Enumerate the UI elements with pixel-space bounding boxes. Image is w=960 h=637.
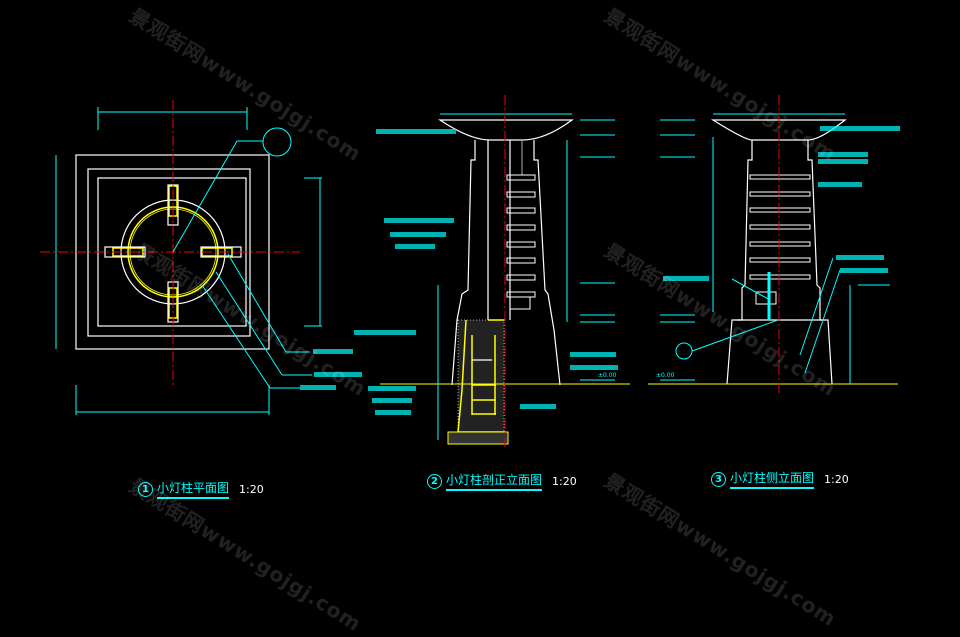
title-plan: 1 小灯柱平面图 1:20	[138, 479, 264, 499]
title-scale: 1:20	[552, 474, 577, 488]
title-name: 小灯柱平面图	[157, 479, 230, 499]
plan-view	[40, 100, 362, 415]
detail-number-badge: 3	[711, 471, 726, 487]
title-name: 小灯柱剖正立面图	[446, 471, 543, 491]
title-scale: 1:20	[824, 472, 849, 486]
detail-number-badge: 1	[138, 481, 153, 497]
ground-level-label: ±0.00	[656, 372, 675, 379]
title-side: 3 小灯柱侧立面图 1:20	[711, 469, 849, 489]
cad-drawing	[40, 95, 900, 450]
ground-level-label-section: ±0.00	[598, 372, 617, 379]
section-elevation	[354, 95, 630, 450]
side-elevation	[648, 95, 900, 395]
title-scale: 1:20	[239, 482, 264, 496]
title-name: 小灯柱侧立面图	[730, 469, 815, 489]
title-section: 2 小灯柱剖正立面图 1:20	[427, 471, 577, 491]
detail-number-badge: 2	[427, 473, 442, 489]
